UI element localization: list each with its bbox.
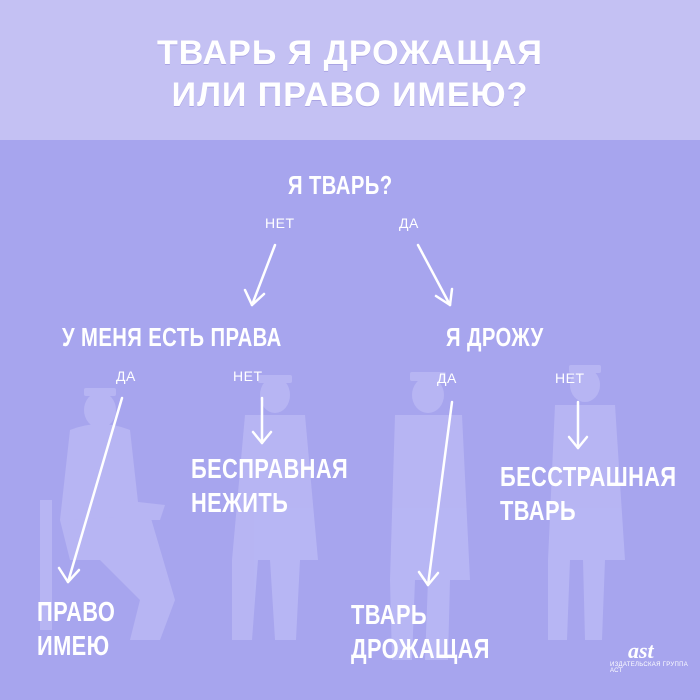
edge-label-right-no: НЕТ (555, 370, 585, 386)
arrow-root-yes (416, 243, 452, 307)
edge-label-left-yes: ДА (116, 368, 136, 384)
header-band (0, 0, 700, 140)
arrow-right-yes (426, 400, 454, 587)
edge-label-root-yes: ДА (399, 215, 419, 231)
edge-label-left-no: НЕТ (233, 368, 263, 384)
arrowhead-left-no (251, 430, 273, 445)
arrow-left-yes (66, 396, 124, 584)
arrowhead-left-yes (57, 566, 81, 584)
leaf-pravo-line2: ИМЕЮ (37, 630, 110, 661)
node-have-rights: У МЕНЯ ЕСТЬ ПРАВА (62, 322, 282, 352)
leaf-drozhashchaya-line2: ДРОЖАЩАЯ (351, 633, 490, 664)
leaf-bespravnaya-line2: НЕЖИТЬ (191, 487, 289, 518)
page-title-line2: ИЛИ ПРАВО ИМЕЮ? (171, 76, 529, 114)
leaf-bespravnaya-line1: БЕСПРАВНАЯ (191, 453, 349, 484)
arrowhead-right-yes (417, 570, 440, 587)
arrowhead-right-no (567, 435, 589, 450)
standing-man-figure-2 (390, 372, 470, 660)
standing-man-figure-3 (548, 365, 625, 640)
leaf-besstrashnaya-tvar: БЕССТРАШНАЯ ТВАРЬ (500, 460, 677, 528)
leaf-drozhashchaya-line1: ТВАРЬ (351, 599, 428, 630)
node-i-tremble: Я ДРОЖУ (446, 322, 544, 352)
arrowhead-root-no (243, 288, 266, 307)
edge-label-right-yes: ДА (437, 370, 457, 386)
leaf-pravo-line1: ПРАВО (37, 596, 116, 627)
leaf-pravo-imeyu: ПРАВО ИМЕЮ (37, 595, 115, 663)
leaf-besstrashnaya-line2: ТВАРЬ (500, 495, 577, 526)
publisher-logo: ast (628, 638, 654, 663)
arrow-root-no (250, 243, 277, 307)
page-title-line1: ТВАРЬ Я ДРОЖАЩАЯ (157, 34, 543, 72)
node-root-question: Я ТВАРЬ? (288, 170, 393, 200)
leaf-besstrashnaya-line1: БЕССТРАШНАЯ (500, 461, 677, 492)
arrowhead-root-yes (434, 287, 454, 307)
leaf-tvar-drozhashchaya: ТВАРЬ ДРОЖАЩАЯ (351, 598, 490, 666)
publisher-caption: ИЗДАТЕЛЬСКАЯ ГРУППА АСТ (610, 662, 689, 674)
edge-label-root-no: НЕТ (265, 215, 295, 231)
leaf-bespravnaya-nezhit: БЕСПРАВНАЯ НЕЖИТЬ (191, 452, 348, 520)
standing-man-figure-1 (232, 375, 318, 640)
